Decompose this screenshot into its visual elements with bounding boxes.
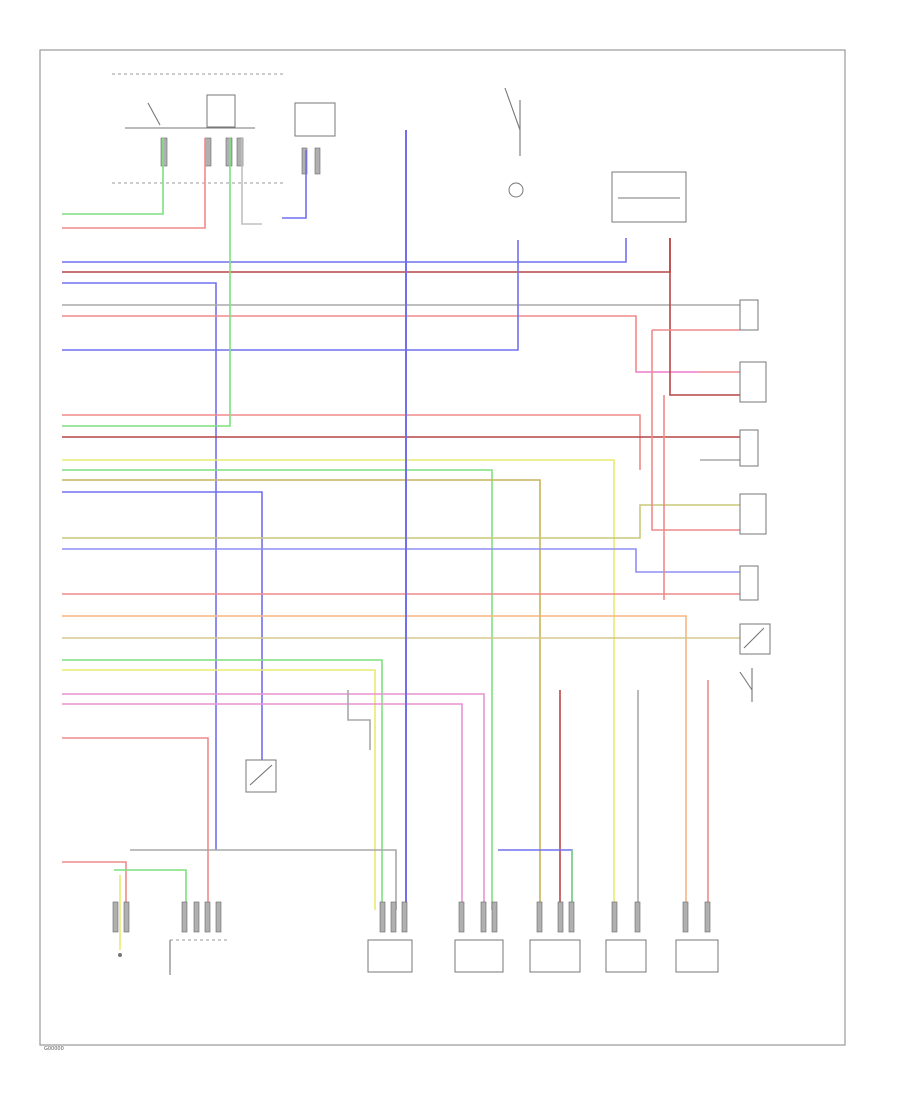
connector-plug	[314, 147, 321, 175]
sensor-box	[739, 429, 759, 467]
connector-plug	[236, 137, 244, 167]
wire-blue	[62, 238, 627, 263]
mid-top-switch	[504, 87, 524, 198]
connector-plug	[123, 901, 130, 933]
connector-plug	[401, 901, 408, 933]
connector-plug	[536, 901, 543, 933]
top-left-sensor-group	[112, 73, 285, 184]
wire-red	[62, 315, 740, 373]
wire-green	[62, 138, 231, 427]
connector-plug	[491, 901, 498, 933]
connector-plug	[215, 901, 222, 933]
wire-tan	[62, 504, 740, 539]
wire-pink	[62, 703, 463, 910]
connector-plug	[204, 901, 211, 933]
sensor-box	[739, 299, 759, 331]
wire-gray	[241, 138, 262, 225]
connector-plug	[301, 147, 308, 175]
connector-plug	[160, 137, 168, 167]
wire-red	[62, 414, 641, 470]
footer-code: G00000	[44, 1046, 64, 1052]
connector-plug	[181, 901, 188, 933]
connector-plug	[112, 901, 119, 933]
bottom-components	[112, 901, 719, 975]
wire-orange	[62, 479, 541, 910]
top-switch-box	[294, 102, 336, 175]
harness-wires	[62, 130, 740, 950]
wire-green	[62, 469, 493, 910]
connector-plug	[379, 901, 386, 933]
wire-dark-red	[669, 238, 740, 396]
wire-blue	[62, 240, 519, 351]
wire-blue	[62, 548, 740, 573]
wire-blue	[498, 849, 573, 910]
wire-pink	[62, 693, 485, 910]
connector-plug	[682, 901, 689, 933]
wire-green	[62, 659, 383, 910]
mid-switch-box	[245, 759, 277, 793]
top-right-relay	[611, 171, 687, 223]
connector-plug	[480, 901, 487, 933]
connector-plug	[634, 901, 641, 933]
wire-yellow	[62, 459, 615, 910]
sensor-box	[739, 361, 767, 403]
connector-plug	[225, 137, 233, 167]
connector-plug	[193, 901, 200, 933]
sensor-box	[739, 623, 771, 655]
wire-red	[651, 330, 740, 531]
wire-blue	[282, 150, 307, 219]
sensor-box	[739, 565, 759, 601]
wire-red	[62, 737, 209, 910]
connector-plug	[704, 901, 711, 933]
connector-plug	[557, 901, 564, 933]
wire-green	[114, 869, 187, 910]
wire-blue	[62, 282, 217, 850]
wire-gray	[130, 849, 397, 910]
wire-blue	[62, 491, 263, 760]
wire-dark-red	[62, 238, 671, 273]
wire-red	[62, 861, 127, 910]
connector-plug	[458, 901, 465, 933]
sensor-box	[739, 493, 767, 535]
wire-yellow	[62, 669, 376, 910]
wire-gray	[347, 690, 371, 750]
connector-plug	[390, 901, 397, 933]
connector-plug	[568, 901, 575, 933]
diagram-frame	[39, 49, 846, 1046]
wire-green	[62, 138, 164, 215]
wire-orange	[62, 615, 687, 910]
wire-red	[62, 138, 206, 229]
connector-plug	[204, 137, 212, 167]
right-sensors	[739, 299, 771, 702]
connector-plug	[611, 901, 618, 933]
